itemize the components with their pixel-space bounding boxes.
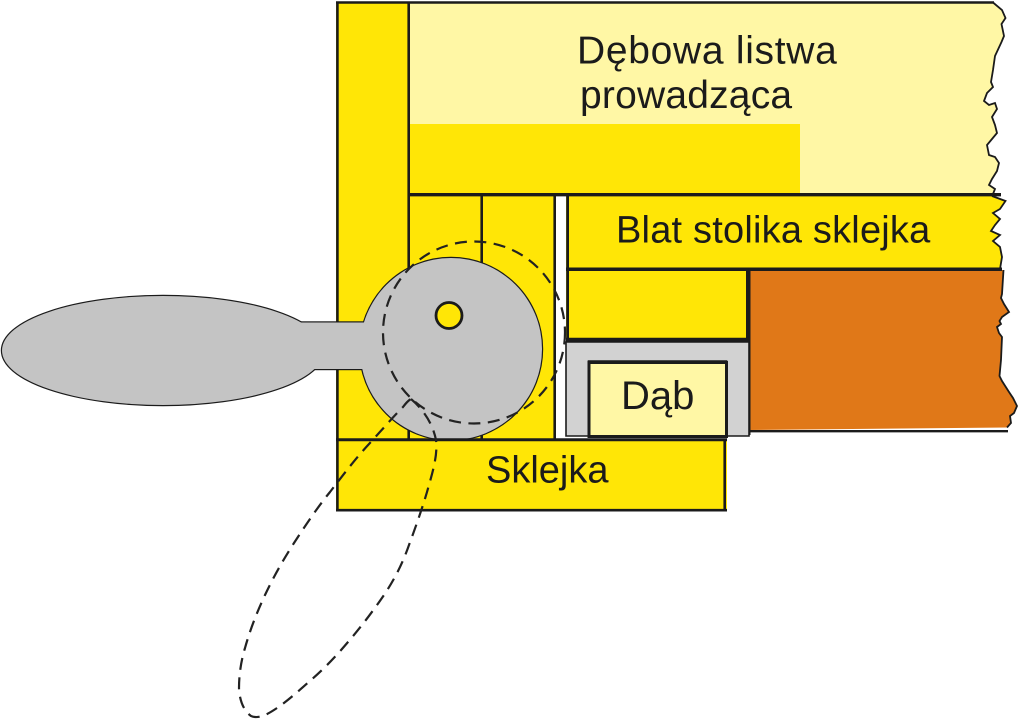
- svg-text:Sklejka: Sklejka: [486, 450, 609, 492]
- svg-text:prowadząca: prowadząca: [580, 74, 792, 117]
- svg-text:Dębowa listwa: Dębowa listwa: [577, 30, 838, 73]
- svg-text:Dąb: Dąb: [621, 374, 694, 418]
- svg-text:Blat stolika sklejka: Blat stolika sklejka: [616, 210, 931, 252]
